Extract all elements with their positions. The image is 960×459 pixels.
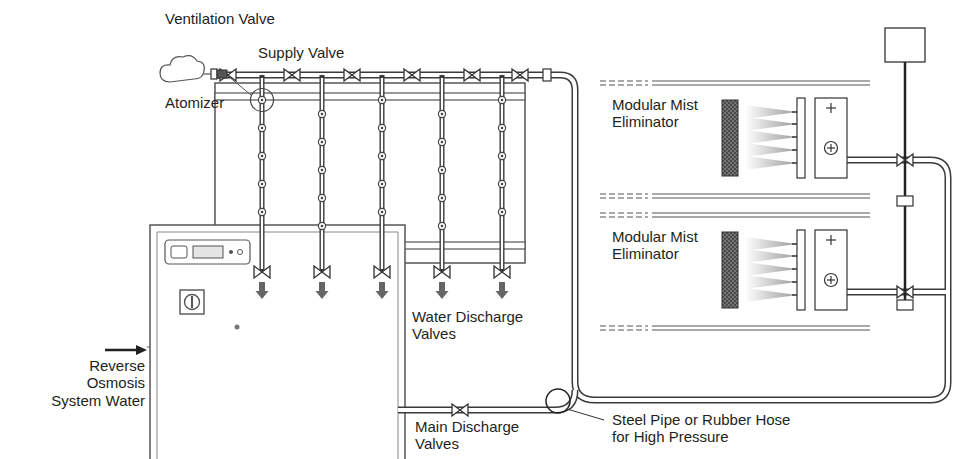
pump-cabinet: [171, 246, 187, 258]
atomizer-callout: [204, 73, 211, 74]
pump-cabinet: [150, 225, 405, 459]
atomizer-nozzle: [438, 222, 445, 229]
pump-cabinet: [238, 250, 243, 255]
inlet-arrow: [136, 345, 147, 355]
atomizer-nozzle: [258, 124, 265, 131]
pump-cabinet: [191, 296, 193, 308]
supply-valve: [220, 69, 528, 81]
controller: [885, 28, 925, 310]
atomizer-nozzle: [258, 96, 265, 103]
atomizer-nozzle: [378, 124, 385, 131]
atomizer-nozzle: [258, 208, 265, 215]
atomizer-nozzle: [318, 194, 325, 201]
atomizer-nozzle: [498, 208, 505, 215]
manifold-pipe: [262, 75, 502, 272]
pump-cabinet: [185, 295, 200, 310]
discharge-valve: [254, 266, 510, 278]
manifold-pipe: [262, 78, 502, 269]
part-label: Modular Mist Eliminator: [612, 96, 717, 131]
manifold-pipe: [262, 75, 502, 272]
controller: [904, 62, 907, 300]
discharge-valve: [254, 266, 270, 278]
supply-valve: [344, 69, 360, 81]
duct-module: [600, 81, 870, 330]
main-pipe: [452, 404, 468, 416]
part-label: Modular Mist Eliminator: [612, 228, 717, 263]
valve-label: Water Discharge Valves: [412, 308, 537, 343]
branch-valve: [897, 286, 913, 298]
discharge-arrow: [316, 282, 329, 299]
inlet-arrow: [105, 345, 150, 355]
atomizer-nozzle: [318, 222, 325, 229]
part-label: Atomizer: [165, 94, 255, 111]
discharge-valve: [374, 266, 390, 278]
inlet-arrow: [105, 349, 138, 352]
inlet-arrow: [147, 347, 150, 348]
atomizer-nozzle: [318, 110, 325, 117]
controller: [885, 28, 925, 62]
atomizer-nozzle: [438, 110, 445, 117]
pump-cabinet: [235, 325, 240, 330]
branch-valve: [897, 154, 913, 298]
atomizer-callout: [160, 56, 204, 82]
discharge-valve: [434, 266, 450, 278]
atomizer-callout: [217, 70, 227, 78]
branch-valve: [897, 154, 913, 166]
pump-cabinet: [165, 240, 250, 264]
atomizer-callout: [160, 56, 274, 112]
supply-valve: [512, 69, 528, 81]
atomizer-nozzle: [498, 124, 505, 131]
pump-cabinet: [398, 232, 399, 459]
pump-cabinet: [229, 250, 233, 254]
valve-label: Supply Valve: [258, 44, 378, 61]
atomizer-nozzle: [498, 180, 505, 187]
supply-valve: [464, 69, 480, 81]
main-pipe: [398, 389, 604, 420]
atomizer-nozzle: [258, 96, 505, 229]
atomizer-nozzle: [498, 96, 505, 103]
atomizer-callout: [251, 89, 274, 112]
atomizer-nozzle: [438, 166, 445, 173]
atomizer-nozzle: [378, 180, 385, 187]
discharge-arrow: [436, 282, 449, 299]
atomizer-nozzle: [378, 208, 385, 215]
atomizer-nozzle: [318, 166, 325, 173]
atomizer-nozzle: [378, 96, 385, 103]
atomizer-nozzle: [258, 180, 265, 187]
atomizer-nozzle: [438, 194, 445, 201]
pump-cabinet: [157, 232, 398, 233]
atomizer-nozzle: [318, 138, 325, 145]
duct-module: [600, 213, 870, 330]
atomizer-callout: [211, 69, 217, 79]
discharge-valve: [314, 266, 330, 278]
atomizer-callout: [228, 76, 251, 95]
pump-cabinet: [180, 290, 204, 314]
pump-cabinet: [157, 232, 158, 459]
pipe-label: Steel Pipe or Rubber Hose for High Press…: [612, 411, 797, 446]
supply-valve: [284, 69, 300, 81]
duct-module: [600, 81, 870, 198]
valve-label: Ventilation Valve: [165, 10, 315, 27]
controller: [897, 196, 913, 206]
inlet-label: Reverse Osmosis System Water: [45, 357, 145, 409]
supply-valve: [404, 69, 420, 81]
supply-pipe: [543, 69, 551, 81]
discharge-arrow: [256, 282, 509, 299]
discharge-arrow: [256, 282, 269, 299]
discharge-valve: [494, 266, 510, 278]
main-pipe: [546, 389, 570, 413]
atomizer-nozzle: [258, 152, 265, 159]
atomizer-nozzle: [498, 152, 505, 159]
pump-cabinet: [193, 246, 223, 258]
discharge-arrow: [376, 282, 389, 299]
valve-label: Main Discharge Valves: [415, 418, 535, 453]
pump-cabinet: [150, 225, 405, 459]
atomizer-nozzle: [438, 138, 445, 145]
controller: [897, 300, 913, 310]
main-pipe: [567, 409, 604, 420]
atomizer-nozzle: [378, 152, 385, 159]
discharge-arrow: [496, 282, 509, 299]
